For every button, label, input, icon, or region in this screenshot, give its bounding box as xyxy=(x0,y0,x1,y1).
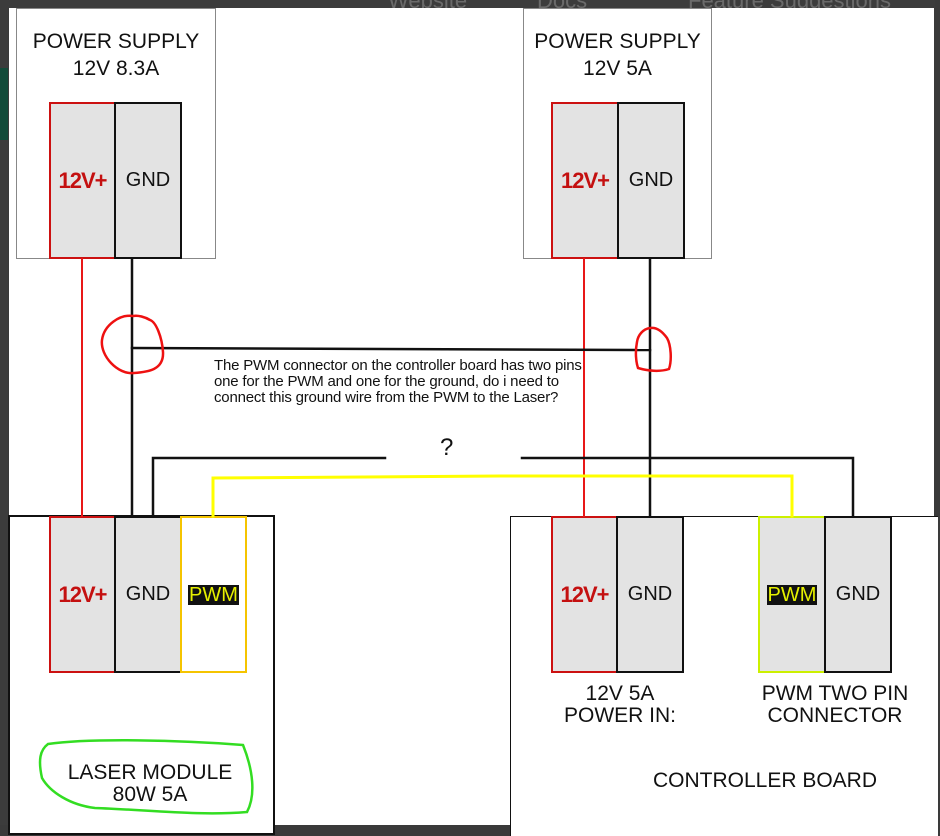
controller-board-name: CONTROLLER BOARD xyxy=(652,769,878,792)
controller-pin-12v: 12V+ xyxy=(551,516,618,673)
laser-pin-pwm-label: PWM xyxy=(188,583,239,606)
power-supply-2-title: POWER SUPPLY xyxy=(534,30,701,53)
right-page-edge xyxy=(935,0,940,825)
controller-pin-12v-label: 12V+ xyxy=(560,581,610,607)
power-supply-1-rating: 12V 8.3A xyxy=(72,57,160,80)
pwm-connector-caption: PWM TWO PIN CONNECTOR xyxy=(735,683,935,727)
controller-pin-pwm-gnd-label: GND xyxy=(835,583,881,605)
uncertain-connection-mark: ? xyxy=(440,434,454,461)
laser-pin-gnd: GND xyxy=(114,516,182,673)
question-annotation: The PWM connector on the controller boar… xyxy=(214,357,586,406)
laser-pin-12v: 12V+ xyxy=(49,516,116,673)
power-in-caption-line1: 12V 5A xyxy=(585,682,655,705)
controller-pin-pwm: PWM xyxy=(758,516,826,673)
laser-pin-gnd-label: GND xyxy=(125,583,171,605)
ps2-pin-12v-label: 12V+ xyxy=(561,167,610,193)
controller-pin-gnd-label: GND xyxy=(627,583,673,605)
browser-nav-bar: Website Docs Feature Suggestions xyxy=(0,0,940,8)
controller-pin-gnd: GND xyxy=(616,516,684,673)
nav-docs[interactable]: Docs xyxy=(537,0,587,8)
power-supply-1-title: POWER SUPPLY xyxy=(32,30,200,53)
nav-feature-suggestions[interactable]: Feature Suggestions xyxy=(688,0,891,8)
pwm-connector-caption-line2: CONNECTOR xyxy=(767,704,903,727)
ps1-pin-gnd-label: GND xyxy=(125,169,171,191)
ps2-pin-gnd: GND xyxy=(617,102,685,259)
ps2-pin-12v: 12V+ xyxy=(551,102,619,259)
ps1-pin-12v: 12V+ xyxy=(49,102,116,259)
nav-website[interactable]: Website xyxy=(388,0,467,8)
power-in-caption: 12V 5A POWER IN: xyxy=(540,683,700,727)
ps1-pin-12v-label: 12V+ xyxy=(58,167,108,193)
controller-pin-pwm-gnd: GND xyxy=(824,516,892,673)
power-in-caption-line2: POWER IN: xyxy=(563,704,676,727)
controller-pin-pwm-label: PWM xyxy=(766,583,818,606)
pwm-connector-caption-line1: PWM TWO PIN xyxy=(761,682,909,705)
ps1-pin-gnd: GND xyxy=(114,102,182,259)
laser-module-name-line1: LASER MODULE xyxy=(67,761,233,784)
laser-pin-12v-label: 12V+ xyxy=(58,581,108,607)
left-page-accent xyxy=(0,68,8,140)
laser-pin-pwm: PWM xyxy=(180,516,247,673)
power-supply-2-rating: 12V 5A xyxy=(583,57,652,80)
laser-module-name: LASER MODULE 80W 5A xyxy=(40,762,260,806)
ps2-pin-gnd-label: GND xyxy=(628,169,674,191)
left-page-edge xyxy=(0,8,8,825)
laser-module-rating: 80W 5A xyxy=(112,783,188,806)
